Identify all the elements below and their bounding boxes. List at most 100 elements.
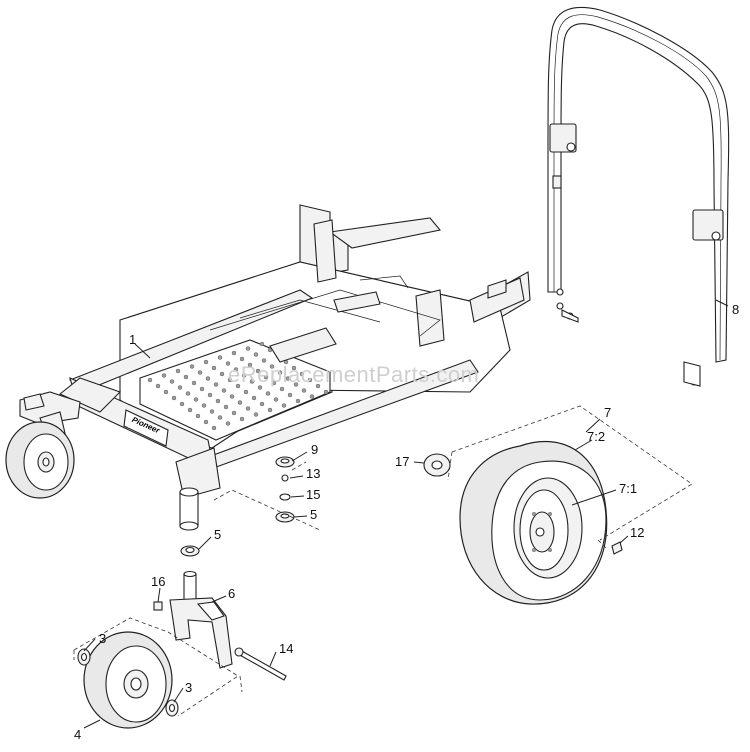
assembly-outlines [73, 405, 693, 717]
callout-8: 8 [732, 302, 739, 317]
deck-hole [287, 392, 293, 398]
deck-hole [201, 403, 207, 408]
roll-bar [547, 7, 730, 387]
deck-hole [269, 364, 275, 369]
deck-hole [217, 355, 223, 360]
deck-hole [259, 401, 265, 407]
main-frame: Pioneer [58, 204, 531, 499]
callout-7-2: 7:2 [587, 429, 605, 444]
deck-hole [265, 391, 271, 396]
deck-hole [171, 395, 177, 401]
deck-hole [235, 383, 241, 389]
deck-hole [203, 419, 209, 425]
callout-6: 6 [228, 586, 235, 601]
deck-hole [225, 421, 231, 426]
deck-hole [217, 415, 223, 420]
deck-hole [245, 346, 251, 351]
deck-hole [231, 410, 237, 416]
deck-hole [279, 386, 285, 392]
deck-hole [229, 394, 235, 399]
callout-5-spindle: 5 [214, 527, 221, 542]
callout-1: 1 [129, 332, 136, 347]
callout-7: 7 [604, 405, 611, 420]
callout-9: 9 [311, 442, 318, 457]
callout-14: 14 [279, 641, 293, 656]
deck-hole [243, 389, 249, 395]
deck-hole [315, 383, 321, 389]
deck-hole [267, 407, 273, 413]
deck-hole [169, 379, 175, 384]
deck-hole [213, 382, 219, 387]
deck-hole [293, 382, 299, 387]
deck-hole [225, 361, 231, 366]
deck-hole [185, 391, 191, 396]
leader-lines [83, 299, 729, 729]
deck-hole [195, 413, 201, 419]
deck-hole [249, 379, 255, 384]
deck-hole [161, 373, 167, 378]
deck-hole [285, 376, 291, 381]
deck-hole [147, 377, 153, 383]
deck-hole [307, 377, 313, 383]
callout-16: 16 [151, 574, 165, 589]
deck-hole [273, 397, 279, 402]
deck-hole [277, 370, 283, 375]
callout-15: 15 [306, 487, 320, 502]
deck-hole [223, 404, 229, 410]
deck-hole [241, 373, 247, 378]
deck-hole [199, 386, 205, 392]
deck-hole [179, 401, 185, 407]
deck-hole [183, 374, 189, 380]
deck-hole [205, 376, 211, 381]
deck-hole [219, 371, 225, 377]
callout-3-left: 3 [99, 631, 106, 646]
deck-hole [247, 362, 253, 368]
deck-hole [211, 425, 217, 431]
deck-hole [187, 407, 193, 413]
deck-hole [189, 364, 195, 369]
deck-hole [295, 398, 301, 404]
deck-hole [253, 352, 259, 357]
deck-hole [207, 392, 213, 398]
washer-stack [275, 456, 295, 523]
deck-hole [301, 388, 307, 393]
deck-hole [221, 388, 227, 393]
deck-hole [245, 406, 251, 411]
deck-hole [281, 403, 287, 408]
deck-hole [291, 365, 297, 371]
callout-4: 4 [74, 727, 81, 742]
deck-hole [163, 389, 169, 395]
deck-hole [175, 368, 181, 374]
deck-hole [251, 395, 257, 401]
deck-hole [299, 371, 305, 377]
deck-hole [271, 380, 277, 386]
deck-hole [233, 367, 239, 372]
deck-hole [323, 389, 329, 395]
deck-hole [211, 365, 217, 371]
deck-hole [259, 341, 265, 347]
callout-3-right: 3 [185, 680, 192, 695]
callout-17: 17 [395, 454, 409, 469]
deck-hole [257, 385, 263, 390]
deck-hole [197, 370, 203, 375]
front-caster-on-frame [5, 391, 81, 499]
deck-hole [227, 377, 233, 383]
deck-hole [177, 385, 183, 390]
deck-hole [261, 358, 267, 363]
deck-hole [237, 400, 243, 405]
deck-hole [263, 374, 269, 380]
callout-5-washer: 5 [310, 507, 317, 522]
deck-hole [253, 412, 259, 417]
caster-wheel [77, 631, 179, 729]
watermark: eReplacementParts.com [228, 362, 479, 387]
callout-12: 12 [630, 525, 644, 540]
callout-7-1: 7:1 [619, 481, 637, 496]
deck-hole [239, 356, 245, 362]
deck-hole [239, 416, 245, 422]
callout-13: 13 [306, 466, 320, 481]
deck-hole [193, 397, 199, 402]
rear-wheel [423, 440, 623, 605]
deck-hole [309, 394, 315, 399]
deck-hole [191, 380, 197, 386]
